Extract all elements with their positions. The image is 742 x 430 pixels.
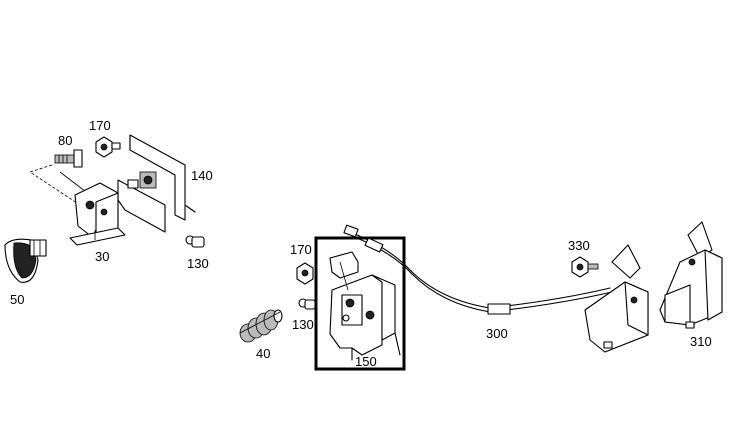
part-150-lock-assembly[interactable]	[314, 236, 406, 371]
pedal-bracket[interactable]	[584, 244, 649, 353]
label-300: 300	[486, 326, 508, 341]
part-130-clip-left[interactable]	[185, 235, 205, 248]
highlight-box	[314, 236, 406, 371]
part-330-bolt[interactable]	[571, 256, 599, 278]
part-130-clip-middle[interactable]	[298, 298, 316, 310]
label-140: 140	[191, 168, 213, 183]
label-130-middle: 130	[292, 317, 314, 332]
label-170-middle: 170	[290, 242, 312, 257]
label-310: 310	[690, 334, 712, 349]
label-330: 330	[568, 238, 590, 253]
label-50: 50	[10, 292, 24, 307]
part-300-cable[interactable]	[343, 224, 613, 315]
label-80: 80	[58, 133, 72, 148]
part-170-nut-top[interactable]	[95, 136, 121, 158]
part-170-nut-middle[interactable]	[296, 262, 314, 285]
label-130-left: 130	[187, 256, 209, 271]
label-40: 40	[256, 346, 270, 361]
part-310-pedal[interactable]	[659, 221, 723, 329]
part-50-cover[interactable]	[4, 238, 47, 283]
part-30-lock[interactable]	[69, 182, 126, 246]
part-140-bracket[interactable]	[117, 134, 196, 233]
part-80-bolt[interactable]	[54, 149, 83, 168]
part-40-spring[interactable]	[239, 309, 283, 343]
label-170-top: 170	[89, 118, 111, 133]
label-150: 150	[355, 354, 377, 369]
label-30: 30	[95, 249, 109, 264]
